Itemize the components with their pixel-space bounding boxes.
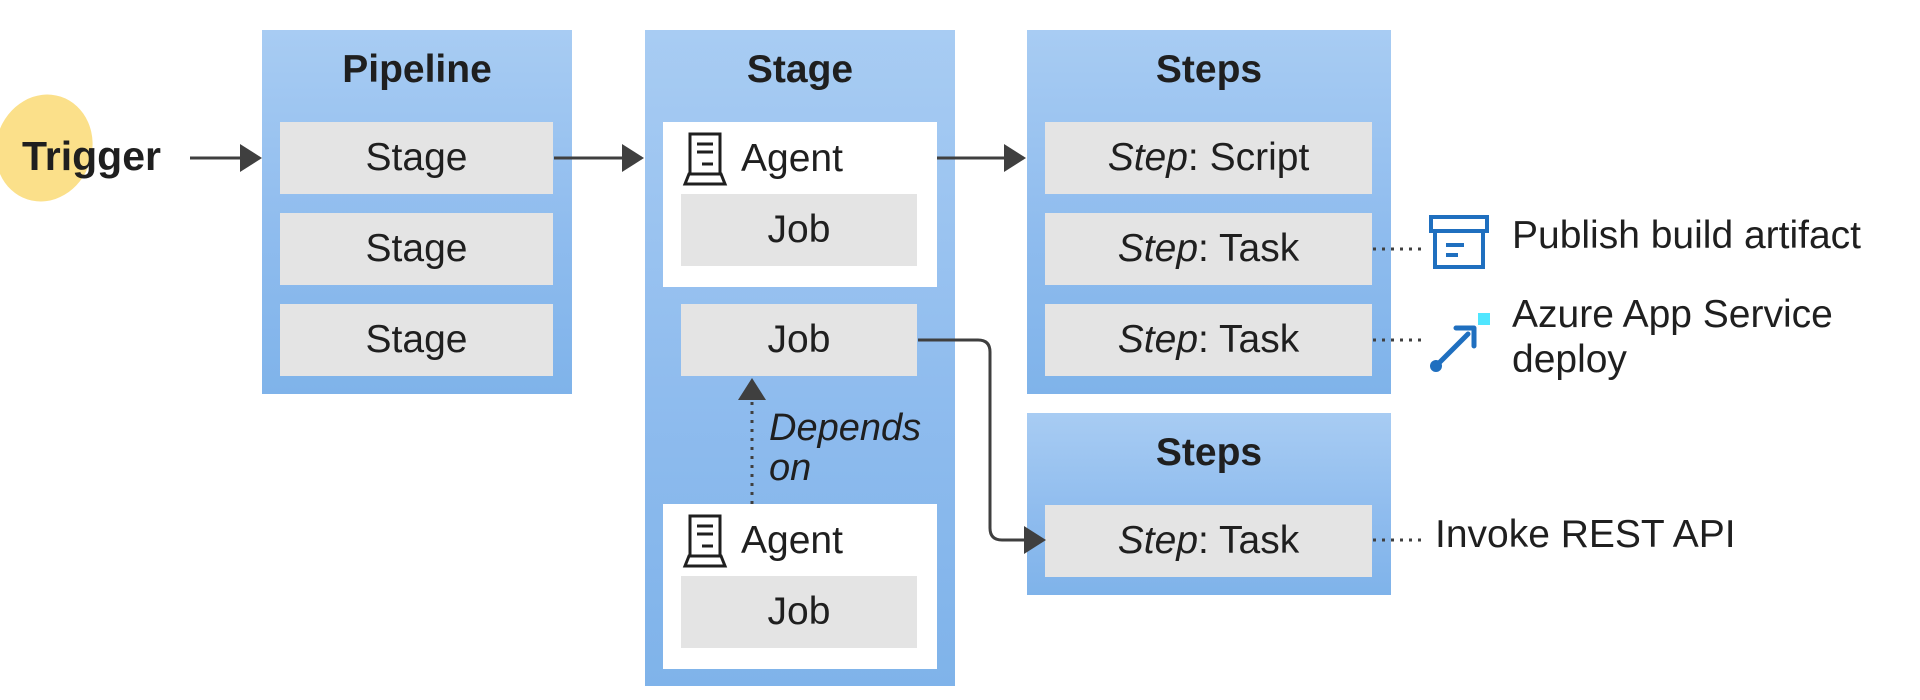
agent-row-2: Agent bbox=[681, 512, 843, 570]
agent-server-icon bbox=[682, 132, 728, 186]
trigger-label: Trigger bbox=[22, 133, 161, 179]
steps-panel-bottom: Steps Step: Task bbox=[1027, 413, 1391, 595]
step-box-task-1: Step: Task bbox=[1045, 213, 1372, 285]
agent-server-icon bbox=[682, 514, 728, 568]
agent-card-2: Agent Job bbox=[663, 504, 937, 669]
pipeline-stage-box-3: Stage bbox=[280, 304, 553, 376]
agent-card-1: Agent Job bbox=[663, 122, 937, 287]
step-box-task-2: Step: Task bbox=[1045, 304, 1372, 376]
job-box-1: Job bbox=[681, 194, 917, 266]
stage-panel: Stage Agent Job Job Depends on bbox=[645, 30, 955, 686]
stage-title: Stage bbox=[746, 48, 854, 91]
agent-row-1: Agent bbox=[681, 130, 843, 188]
azure-deploy-icon bbox=[1430, 313, 1490, 372]
depends-on-label: Depends on bbox=[769, 407, 922, 489]
steps-top-title: Steps bbox=[1155, 48, 1263, 91]
pipeline-title: Pipeline bbox=[342, 48, 492, 91]
steps-panel-top: Steps Step: Script Step: Task Step: Task bbox=[1027, 30, 1391, 394]
job-box-2: Job bbox=[681, 304, 917, 376]
job-box-3: Job bbox=[681, 576, 917, 648]
azure-deploy-label: Azure App Service deploy bbox=[1512, 293, 1833, 381]
steps-bottom-title: Steps bbox=[1155, 431, 1263, 474]
artifact-box-icon bbox=[1429, 215, 1489, 269]
pipeline-stage-box-1: Stage bbox=[280, 122, 553, 194]
agent-label-1: Agent bbox=[741, 137, 843, 180]
invoke-rest-api-label: Invoke REST API bbox=[1435, 513, 1736, 556]
pipeline-stage-box-2: Stage bbox=[280, 213, 553, 285]
step-box-script: Step: Script bbox=[1045, 122, 1372, 194]
step-box-task-3: Step: Task bbox=[1045, 505, 1372, 577]
agent-label-2: Agent bbox=[741, 519, 843, 562]
pipeline-panel: Pipeline Stage Stage Stage bbox=[262, 30, 572, 394]
publish-artifact-label: Publish build artifact bbox=[1512, 214, 1862, 257]
